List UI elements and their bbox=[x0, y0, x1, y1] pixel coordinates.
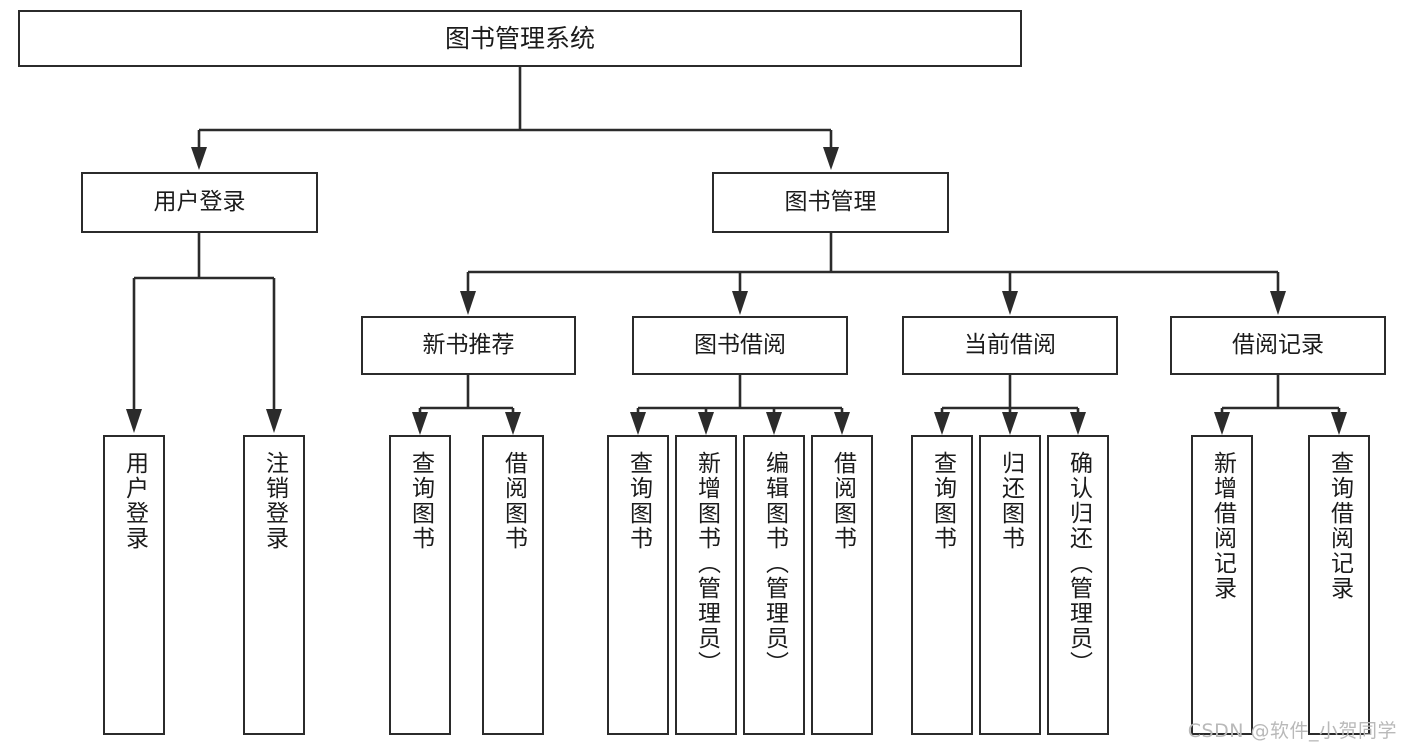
node-book-borrow-label: 图书借阅 bbox=[694, 331, 786, 358]
leaf-borrow-add-book[interactable]: 新增图书（管理员） bbox=[675, 435, 737, 735]
node-book-management-label: 图书管理 bbox=[784, 188, 877, 215]
arrowhead-current bbox=[1002, 291, 1018, 315]
leaf-new-book-query[interactable]: 查询图书 bbox=[389, 435, 451, 735]
leaf-borrow-query-label: 查询图书 bbox=[625, 451, 652, 551]
leaf-borrow-query[interactable]: 查询图书 bbox=[607, 435, 669, 735]
node-new-book-recommend[interactable]: 新书推荐 bbox=[361, 316, 576, 375]
leaf-records-add[interactable]: 新增借阅记录 bbox=[1191, 435, 1253, 735]
node-borrow-records[interactable]: 借阅记录 bbox=[1170, 316, 1386, 375]
node-user-login[interactable]: 用户登录 bbox=[81, 172, 318, 233]
arrowhead-borrow bbox=[732, 291, 748, 315]
leaf-user-login-signout-label: 注销登录 bbox=[261, 451, 288, 551]
arrowhead-borrow-leaf-2 bbox=[698, 412, 714, 435]
leaf-new-book-query-label: 查询图书 bbox=[407, 451, 434, 551]
node-book-borrow[interactable]: 图书借阅 bbox=[632, 316, 848, 375]
arrowhead-book-mgmt bbox=[823, 147, 839, 170]
leaf-records-add-label: 新增借阅记录 bbox=[1209, 451, 1236, 601]
leaf-borrow-edit-book[interactable]: 编辑图书（管理员） bbox=[743, 435, 805, 735]
node-book-management[interactable]: 图书管理 bbox=[712, 172, 949, 233]
leaf-borrow-borrow-book[interactable]: 借阅图书 bbox=[811, 435, 873, 735]
leaf-new-book-borrow-label: 借阅图书 bbox=[500, 451, 527, 551]
arrowhead-records bbox=[1270, 291, 1286, 315]
arrowhead-current-leaf-2 bbox=[1002, 412, 1018, 435]
node-root-system[interactable]: 图书管理系统 bbox=[18, 10, 1022, 67]
leaf-current-query-label: 查询图书 bbox=[929, 451, 956, 551]
leaf-borrow-borrow-book-label: 借阅图书 bbox=[829, 451, 856, 551]
node-current-borrow[interactable]: 当前借阅 bbox=[902, 316, 1118, 375]
arrowhead-current-leaf-3 bbox=[1070, 412, 1086, 435]
arrowhead-current-leaf-1 bbox=[934, 412, 950, 435]
node-root-system-label: 图书管理系统 bbox=[444, 23, 595, 53]
arrowhead-new-book-leaf-2 bbox=[505, 412, 521, 435]
arrowhead-user-login-leaf-1 bbox=[126, 409, 142, 433]
node-borrow-records-label: 借阅记录 bbox=[1232, 331, 1324, 358]
leaf-user-login-signin[interactable]: 用户登录 bbox=[103, 435, 165, 735]
leaf-current-confirm-return-label: 确认归还（管理员） bbox=[1065, 451, 1092, 676]
arrowhead-user-login bbox=[191, 147, 207, 170]
arrowhead-new-book bbox=[460, 291, 476, 315]
leaf-current-return-label: 归还图书 bbox=[997, 451, 1024, 551]
arrowhead-records-leaf-1 bbox=[1214, 412, 1230, 435]
arrowhead-records-leaf-2 bbox=[1331, 412, 1347, 435]
leaf-user-login-signout[interactable]: 注销登录 bbox=[243, 435, 305, 735]
arrowhead-borrow-leaf-4 bbox=[834, 412, 850, 435]
leaf-new-book-borrow[interactable]: 借阅图书 bbox=[482, 435, 544, 735]
arrowhead-new-book-leaf-1 bbox=[412, 412, 428, 435]
leaf-user-login-signin-label: 用户登录 bbox=[121, 451, 148, 551]
leaf-current-query[interactable]: 查询图书 bbox=[911, 435, 973, 735]
leaf-current-return[interactable]: 归还图书 bbox=[979, 435, 1041, 735]
leaf-borrow-add-book-label: 新增图书（管理员） bbox=[693, 451, 720, 676]
leaf-records-query[interactable]: 查询借阅记录 bbox=[1308, 435, 1370, 735]
leaf-borrow-edit-book-label: 编辑图书（管理员） bbox=[761, 451, 788, 676]
node-current-borrow-label: 当前借阅 bbox=[964, 331, 1056, 358]
node-new-book-recommend-label: 新书推荐 bbox=[422, 331, 515, 358]
arrowhead-user-login-leaf-2 bbox=[266, 409, 282, 433]
leaf-current-confirm-return[interactable]: 确认归还（管理员） bbox=[1047, 435, 1109, 735]
node-user-login-label: 用户登录 bbox=[153, 188, 246, 215]
arrowhead-borrow-leaf-3 bbox=[766, 412, 782, 435]
arrowhead-borrow-leaf-1 bbox=[630, 412, 646, 435]
leaf-records-query-label: 查询借阅记录 bbox=[1326, 451, 1353, 601]
